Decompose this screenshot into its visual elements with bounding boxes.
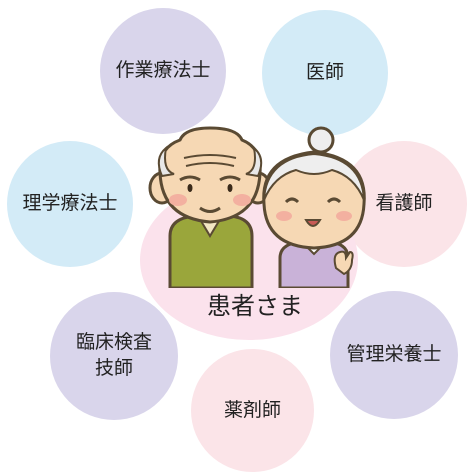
role-physical-therapist: 理学療法士	[7, 141, 133, 267]
role-label: 薬剤師	[223, 398, 281, 421]
role-dietitian: 管理栄養士	[330, 291, 458, 419]
role-label: 医師	[305, 61, 344, 84]
role-pharmacist: 薬剤師	[191, 349, 314, 472]
role-label: 臨床検査 技師	[75, 331, 152, 379]
role-label: 看護師	[375, 192, 433, 215]
role-occupational-therapist: 作業療法士	[100, 8, 226, 134]
patient-label: 患者さま	[207, 292, 303, 320]
elderly-couple-illustration	[148, 126, 366, 288]
role-doctor: 医師	[262, 10, 388, 136]
role-lab-technician: 臨床検査 技師	[50, 292, 178, 420]
role-label: 作業療法士	[115, 59, 211, 82]
role-label: 管理栄養士	[346, 343, 442, 366]
old-woman-figure	[262, 126, 366, 288]
role-label: 理学療法士	[22, 192, 118, 215]
old-man-figure	[148, 126, 272, 288]
